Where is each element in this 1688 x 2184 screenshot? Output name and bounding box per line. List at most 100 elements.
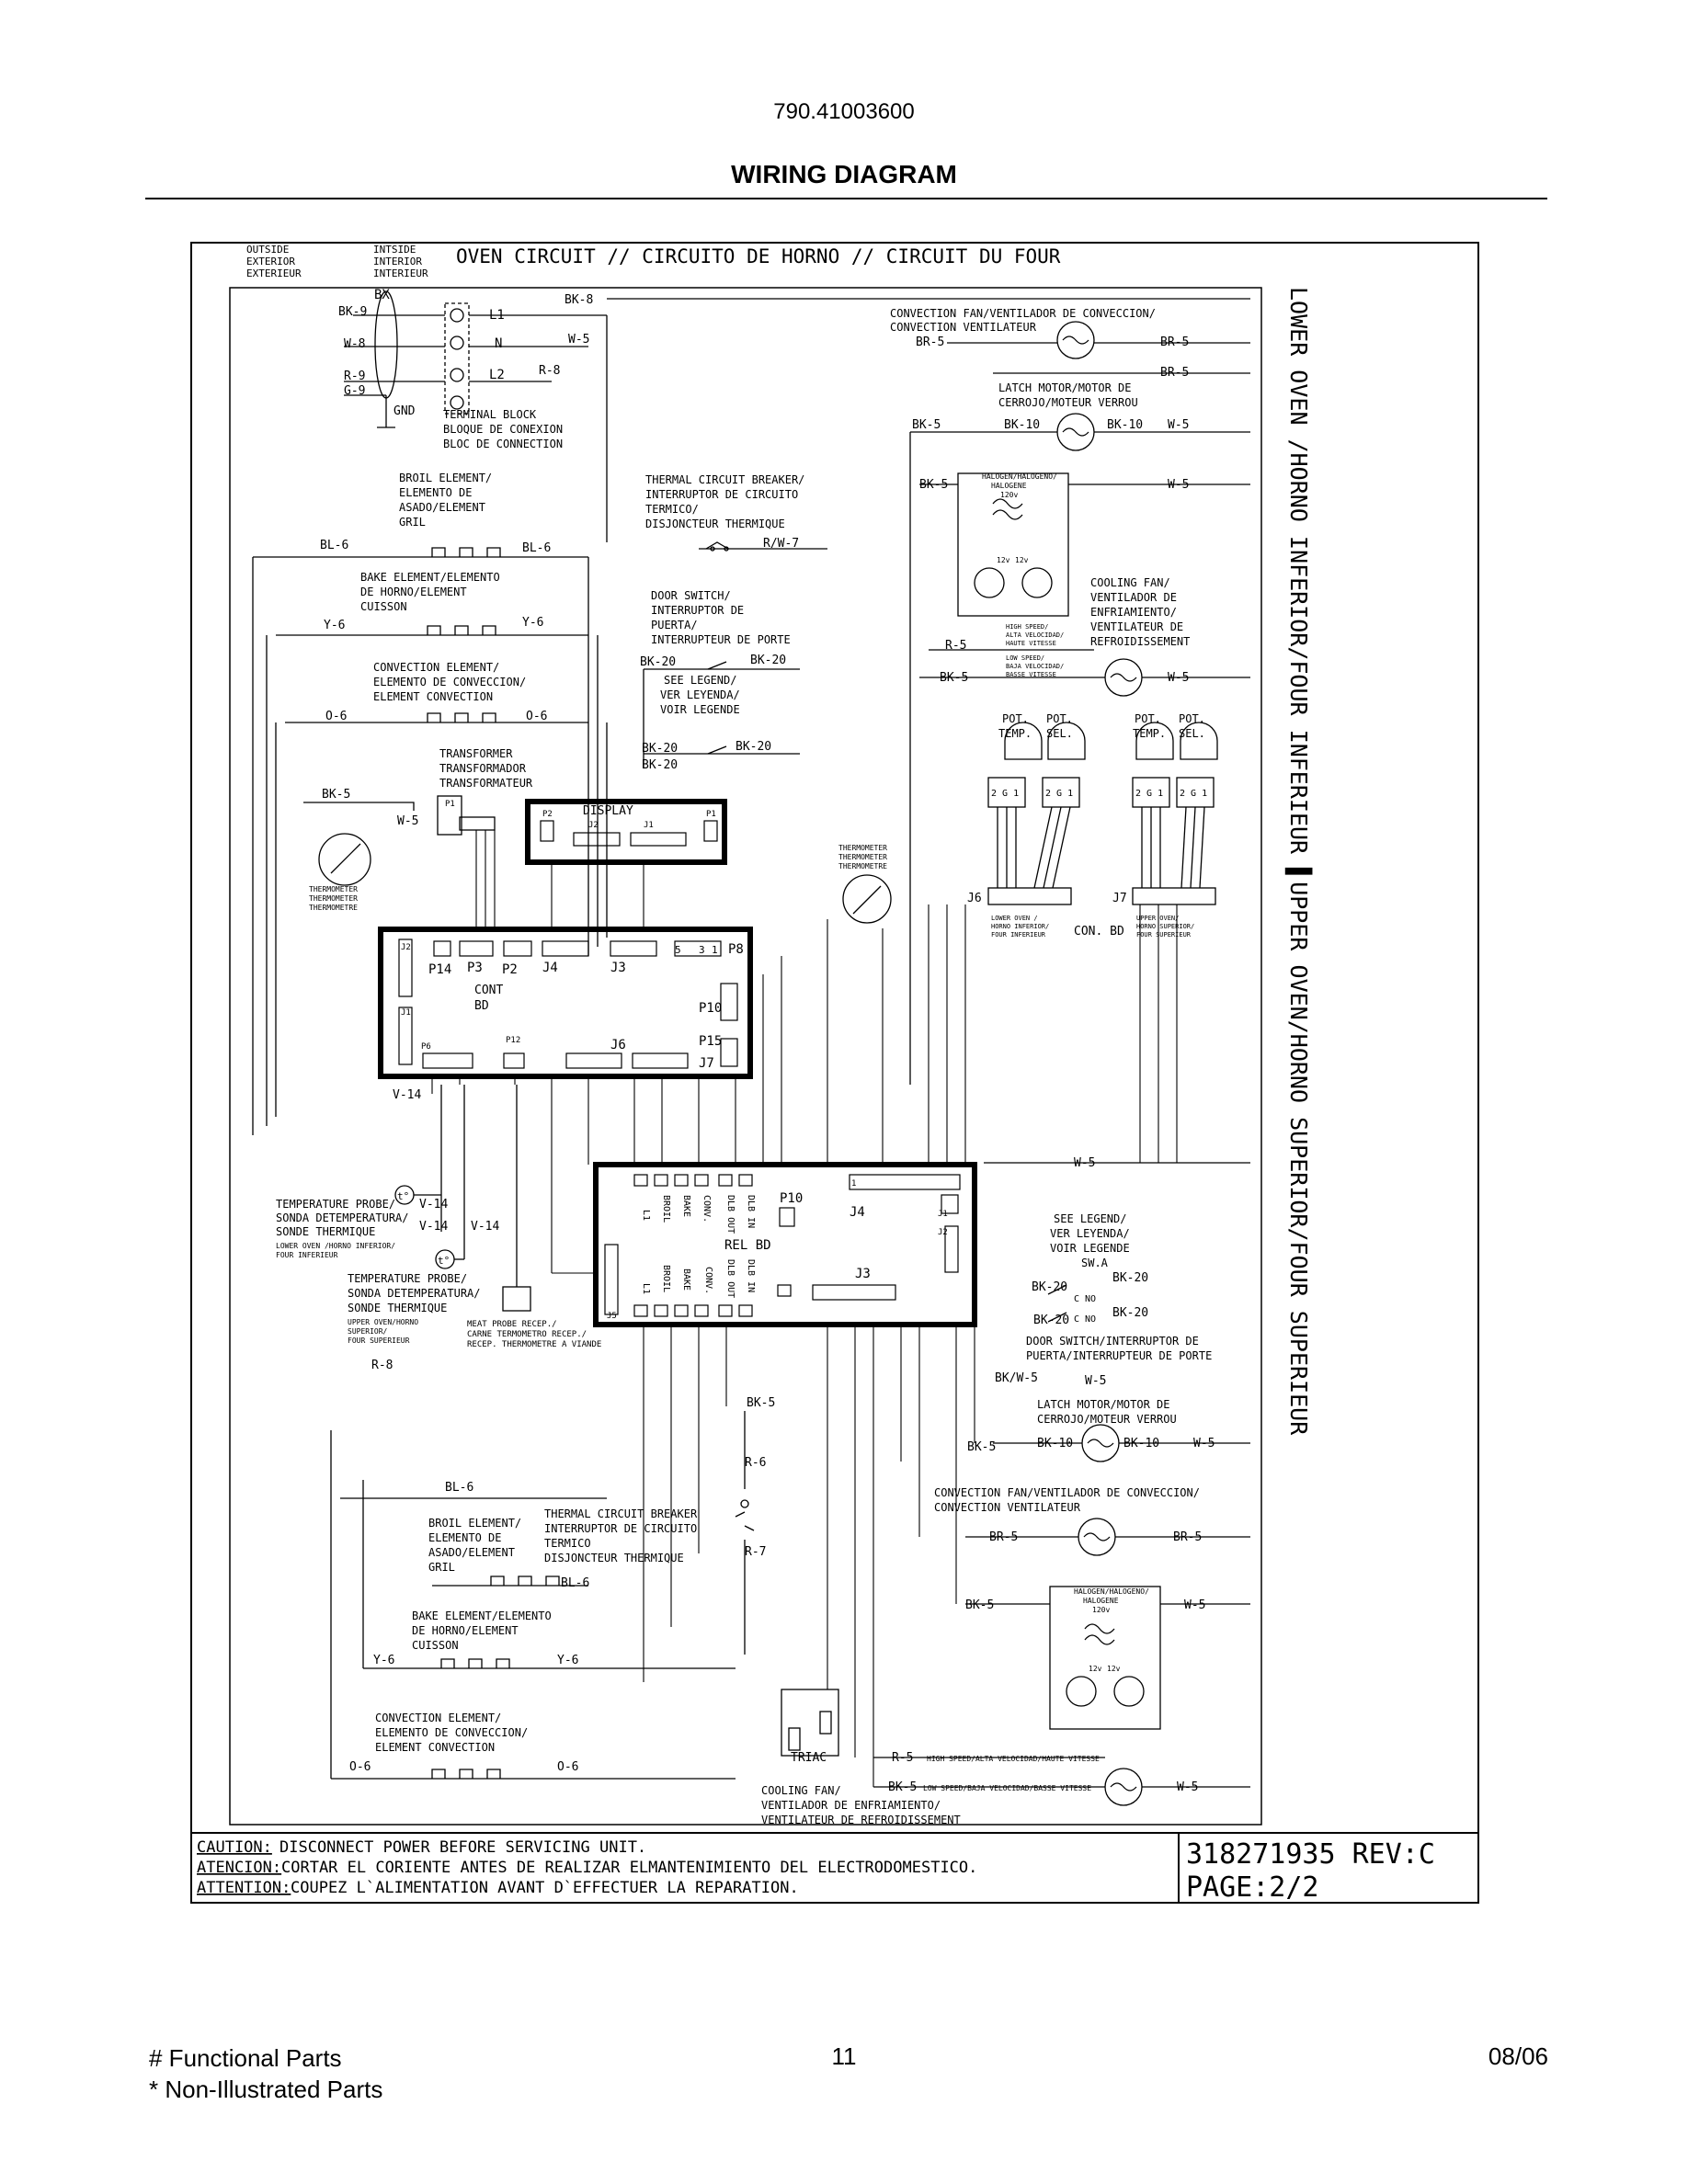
wire-br5-c: BR-5 bbox=[1160, 366, 1189, 380]
bake2-label-2: DE HORNO/ELEMENT bbox=[412, 1624, 519, 1637]
rel-dlb-out-bot: DLB OUT bbox=[725, 1259, 736, 1298]
rel-p10: P10 bbox=[780, 1191, 803, 1206]
probe-lower-loc-1: LOWER OVEN /HORNO INFERIOR/ bbox=[276, 1242, 395, 1250]
tcb2-label-3: TERMICO bbox=[544, 1537, 591, 1550]
cool2-label-1: COOLING FAN/ bbox=[761, 1784, 841, 1797]
wire-r8-bottom: R-8 bbox=[371, 1359, 393, 1372]
part-revision: 318271935 REV:C bbox=[1186, 1838, 1435, 1871]
probe-lower-label-1: TEMPERATURE PROBE/ bbox=[276, 1198, 395, 1211]
pot-pins-2: 2 G 1 bbox=[1045, 789, 1073, 799]
wire-w5-j: W-5 bbox=[1177, 1780, 1198, 1794]
legend-label-2: VER LEYENDA/ bbox=[660, 688, 740, 701]
halogen-label-2: HALOGENE bbox=[991, 482, 1027, 490]
legend2-label-4: SW.A bbox=[1081, 1257, 1109, 1269]
terminal-label-3: BLOC DE CONNECTION bbox=[443, 438, 563, 450]
wire-o6-c: O-6 bbox=[349, 1760, 371, 1774]
exterior-label: EXTERIOR bbox=[246, 256, 295, 267]
left-elements bbox=[252, 315, 608, 1135]
cont-pin-5: 5 bbox=[675, 944, 681, 956]
broil2-label-4: GRIL bbox=[428, 1561, 455, 1574]
wire-w5-c: W-5 bbox=[1168, 418, 1189, 432]
footer-date: 08/06 bbox=[1488, 2042, 1548, 2070]
wire-bk5-e: BK-5 bbox=[967, 1440, 996, 1454]
wire-w5-i: W-5 bbox=[1184, 1598, 1205, 1612]
thermometer-center-1: THERMOMETER bbox=[838, 844, 887, 852]
legend-label-1: SEE LEGEND/ bbox=[664, 674, 736, 687]
display-board bbox=[525, 799, 727, 865]
wire-w5-top: W-5 bbox=[568, 333, 589, 347]
con-j6: J6 bbox=[967, 892, 982, 905]
door-label-4: INTERRUPTEUR DE PORTE bbox=[651, 633, 791, 646]
broil2-label-1: BROIL ELEMENT/ bbox=[428, 1517, 521, 1530]
rel-conv-top: CONV. bbox=[701, 1195, 712, 1223]
bake2-label-3: CUISSON bbox=[412, 1639, 459, 1652]
terminal-label-2: BLOQUE DE CONEXION bbox=[443, 423, 563, 436]
wire-r5-a: R-5 bbox=[945, 639, 966, 653]
wire-bk10-d: BK-10 bbox=[1123, 1437, 1159, 1450]
probe-icon-a: t° bbox=[397, 1190, 409, 1202]
wire-o6-d: O-6 bbox=[557, 1760, 578, 1774]
pot-pins-4: 2 G 1 bbox=[1180, 789, 1207, 799]
wire-w8: W-8 bbox=[344, 337, 365, 351]
thermometer-left-3: THERMOMETRE bbox=[309, 904, 358, 912]
wire-bk5-f: BK-5 bbox=[965, 1598, 994, 1612]
transformer-label-3: TRANSFORMATEUR bbox=[439, 777, 533, 790]
rel-bake-bot: BAKE bbox=[681, 1268, 691, 1291]
rel-j1: J1 bbox=[938, 1210, 948, 1219]
bake-label-2: DE HORNO/ELEMENT bbox=[360, 586, 467, 598]
wire-r5-b: R-5 bbox=[892, 1751, 913, 1765]
lamp-12v-a: 12v bbox=[997, 556, 1010, 564]
wire-w5-d: W-5 bbox=[1168, 478, 1189, 492]
wire-bk20-e: BK-20 bbox=[642, 758, 678, 772]
pot-pins-3: 2 G 1 bbox=[1135, 789, 1163, 799]
j7-connector bbox=[1132, 887, 1216, 905]
wire-bk20-h: BK-20 bbox=[1112, 1306, 1148, 1320]
wire-r6: R-6 bbox=[745, 1456, 766, 1470]
halogen-label-3: 120v bbox=[1000, 491, 1018, 499]
probe-upper-loc-2: SUPERIOR/ bbox=[348, 1327, 388, 1336]
page-title: WIRING DIAGRAM bbox=[731, 160, 957, 188]
wire-o6-b: O-6 bbox=[526, 710, 547, 723]
l2-label: L2 bbox=[489, 368, 505, 382]
page-indicator: PAGE:2/2 bbox=[1186, 1871, 1319, 1904]
cool2-label-3: VENTILATEUR DE REFROIDISSEMENT bbox=[761, 1814, 961, 1826]
wire-v14-a: V-14 bbox=[393, 1088, 421, 1102]
rel-bd-label: REL BD bbox=[724, 1238, 771, 1253]
cont-p8: P8 bbox=[728, 942, 744, 957]
functional-parts-note: # Functional Parts bbox=[149, 2044, 342, 2072]
rel-dlb-out-top: DLB OUT bbox=[725, 1195, 736, 1234]
right-upper-oven bbox=[781, 1162, 1250, 1806]
halogen-lamp-box bbox=[957, 472, 1069, 617]
wire-g9: G-9 bbox=[344, 384, 365, 398]
legend2-label-2: VER LEYENDA/ bbox=[1050, 1227, 1130, 1240]
cont-j3: J3 bbox=[610, 961, 626, 975]
cool2-label-2: VENTILADOR DE ENFRIAMIENTO/ bbox=[761, 1799, 941, 1812]
wire-o6-a: O-6 bbox=[325, 710, 347, 723]
probe-upper-loc-3: FOUR SUPERIEUR bbox=[348, 1337, 410, 1345]
display-p1: P1 bbox=[706, 810, 716, 819]
broil2-label-3: ASADO/ELEMENT bbox=[428, 1546, 515, 1559]
lower-oven-1: LOWER OVEN / bbox=[991, 915, 1038, 922]
conv-el-label-2: ELEMENTO DE CONVECCION/ bbox=[373, 676, 526, 688]
door-label-3: PUERTA/ bbox=[651, 619, 698, 631]
cont-p14: P14 bbox=[428, 962, 451, 977]
rel-dlb-in-bot: DLB IN bbox=[746, 1259, 756, 1292]
halogen-label-1: HALOGEN/HALOGENO/ bbox=[982, 472, 1057, 481]
wire-w5-e: W-5 bbox=[1168, 671, 1189, 685]
cont-j2: J2 bbox=[401, 943, 411, 952]
title-rule bbox=[145, 198, 1547, 199]
pot-pins-1: 2 G 1 bbox=[991, 789, 1019, 799]
terminal-label-1: TERMINAL BLOCK bbox=[443, 408, 537, 421]
latch-label-1: LATCH MOTOR/MOTOR DE bbox=[998, 381, 1132, 394]
caution-text: DISCONNECT POWER BEFORE SERVICING UNIT. bbox=[279, 1838, 646, 1857]
low-speed-full: LOW SPEED/BAJA VELOCIDAD/BASSE VITESSE bbox=[923, 1784, 1091, 1792]
cont-p10: P10 bbox=[699, 1001, 722, 1016]
footer-legend: # Functional Parts * Non-Illustrated Par… bbox=[149, 2042, 382, 2105]
probe-upper-label-3: SONDE THERMIQUE bbox=[348, 1302, 447, 1314]
pot-3: POT. bbox=[1135, 712, 1161, 725]
wire-br5-d: BR-5 bbox=[989, 1530, 1018, 1544]
door-label-1: DOOR SWITCH/ bbox=[651, 589, 731, 602]
pot-temp-1: TEMP. bbox=[998, 727, 1032, 740]
cont-bd-label-2: BD bbox=[474, 999, 489, 1013]
wire-w5-h: W-5 bbox=[1193, 1437, 1215, 1450]
